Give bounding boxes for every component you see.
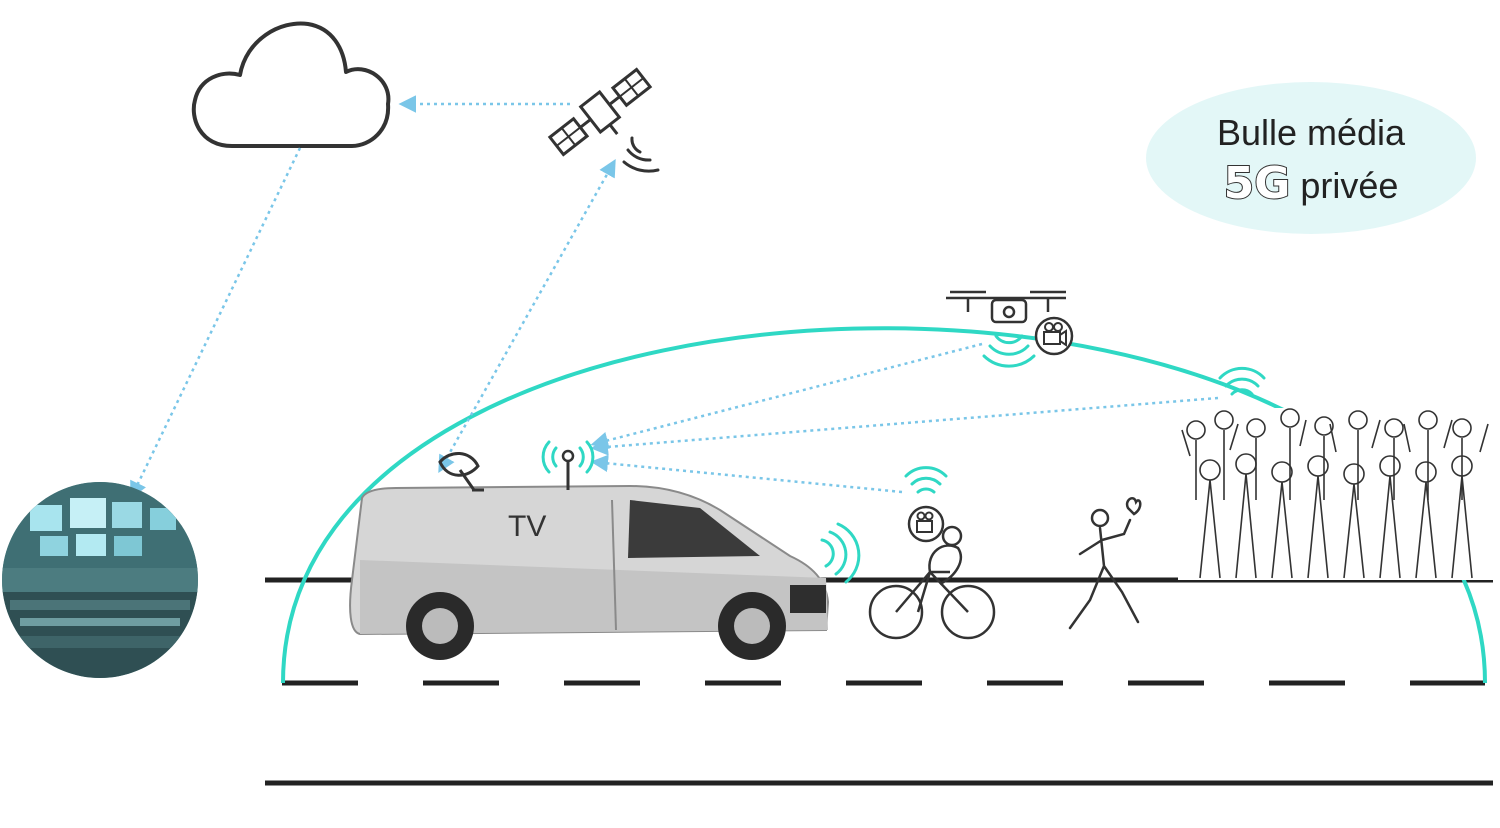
- link-cloud-to-control-room: [130, 147, 302, 500]
- runner-icon: [1068, 497, 1142, 630]
- camera-icon: [1034, 316, 1074, 356]
- drone-icon: [946, 290, 1066, 324]
- tv-van: [349, 484, 830, 660]
- link-crowd-to-van: [590, 396, 1219, 456]
- cyclist-signal-icon: [904, 466, 948, 494]
- crowd-icon: [1178, 408, 1494, 580]
- bubble-title: Bulle média: [1216, 112, 1406, 153]
- drone-signal-icon: [982, 334, 1036, 368]
- dish-icon: [438, 452, 484, 492]
- link-van-dish-to-satellite: [438, 158, 616, 474]
- link-drone-to-van: [590, 342, 983, 449]
- data-links: [130, 95, 1219, 500]
- satellite-icon: [547, 67, 653, 157]
- cloud-icon: [191, 21, 391, 148]
- control-room-image: [2, 482, 198, 678]
- crowd-signal-icon: [1218, 366, 1266, 396]
- bubble-private-label: privée: [1300, 165, 1399, 206]
- satellite-signal-icon: [622, 136, 660, 173]
- link-cyclist-to-van: [590, 454, 903, 494]
- van-signal-icon: [820, 522, 861, 584]
- five-g-label: 5G: [1223, 157, 1292, 210]
- cyclist-camera-icon: [907, 505, 945, 543]
- cyclist-icon: [868, 525, 996, 640]
- antenna-icon: [541, 440, 595, 490]
- van-label: TV: [508, 510, 546, 543]
